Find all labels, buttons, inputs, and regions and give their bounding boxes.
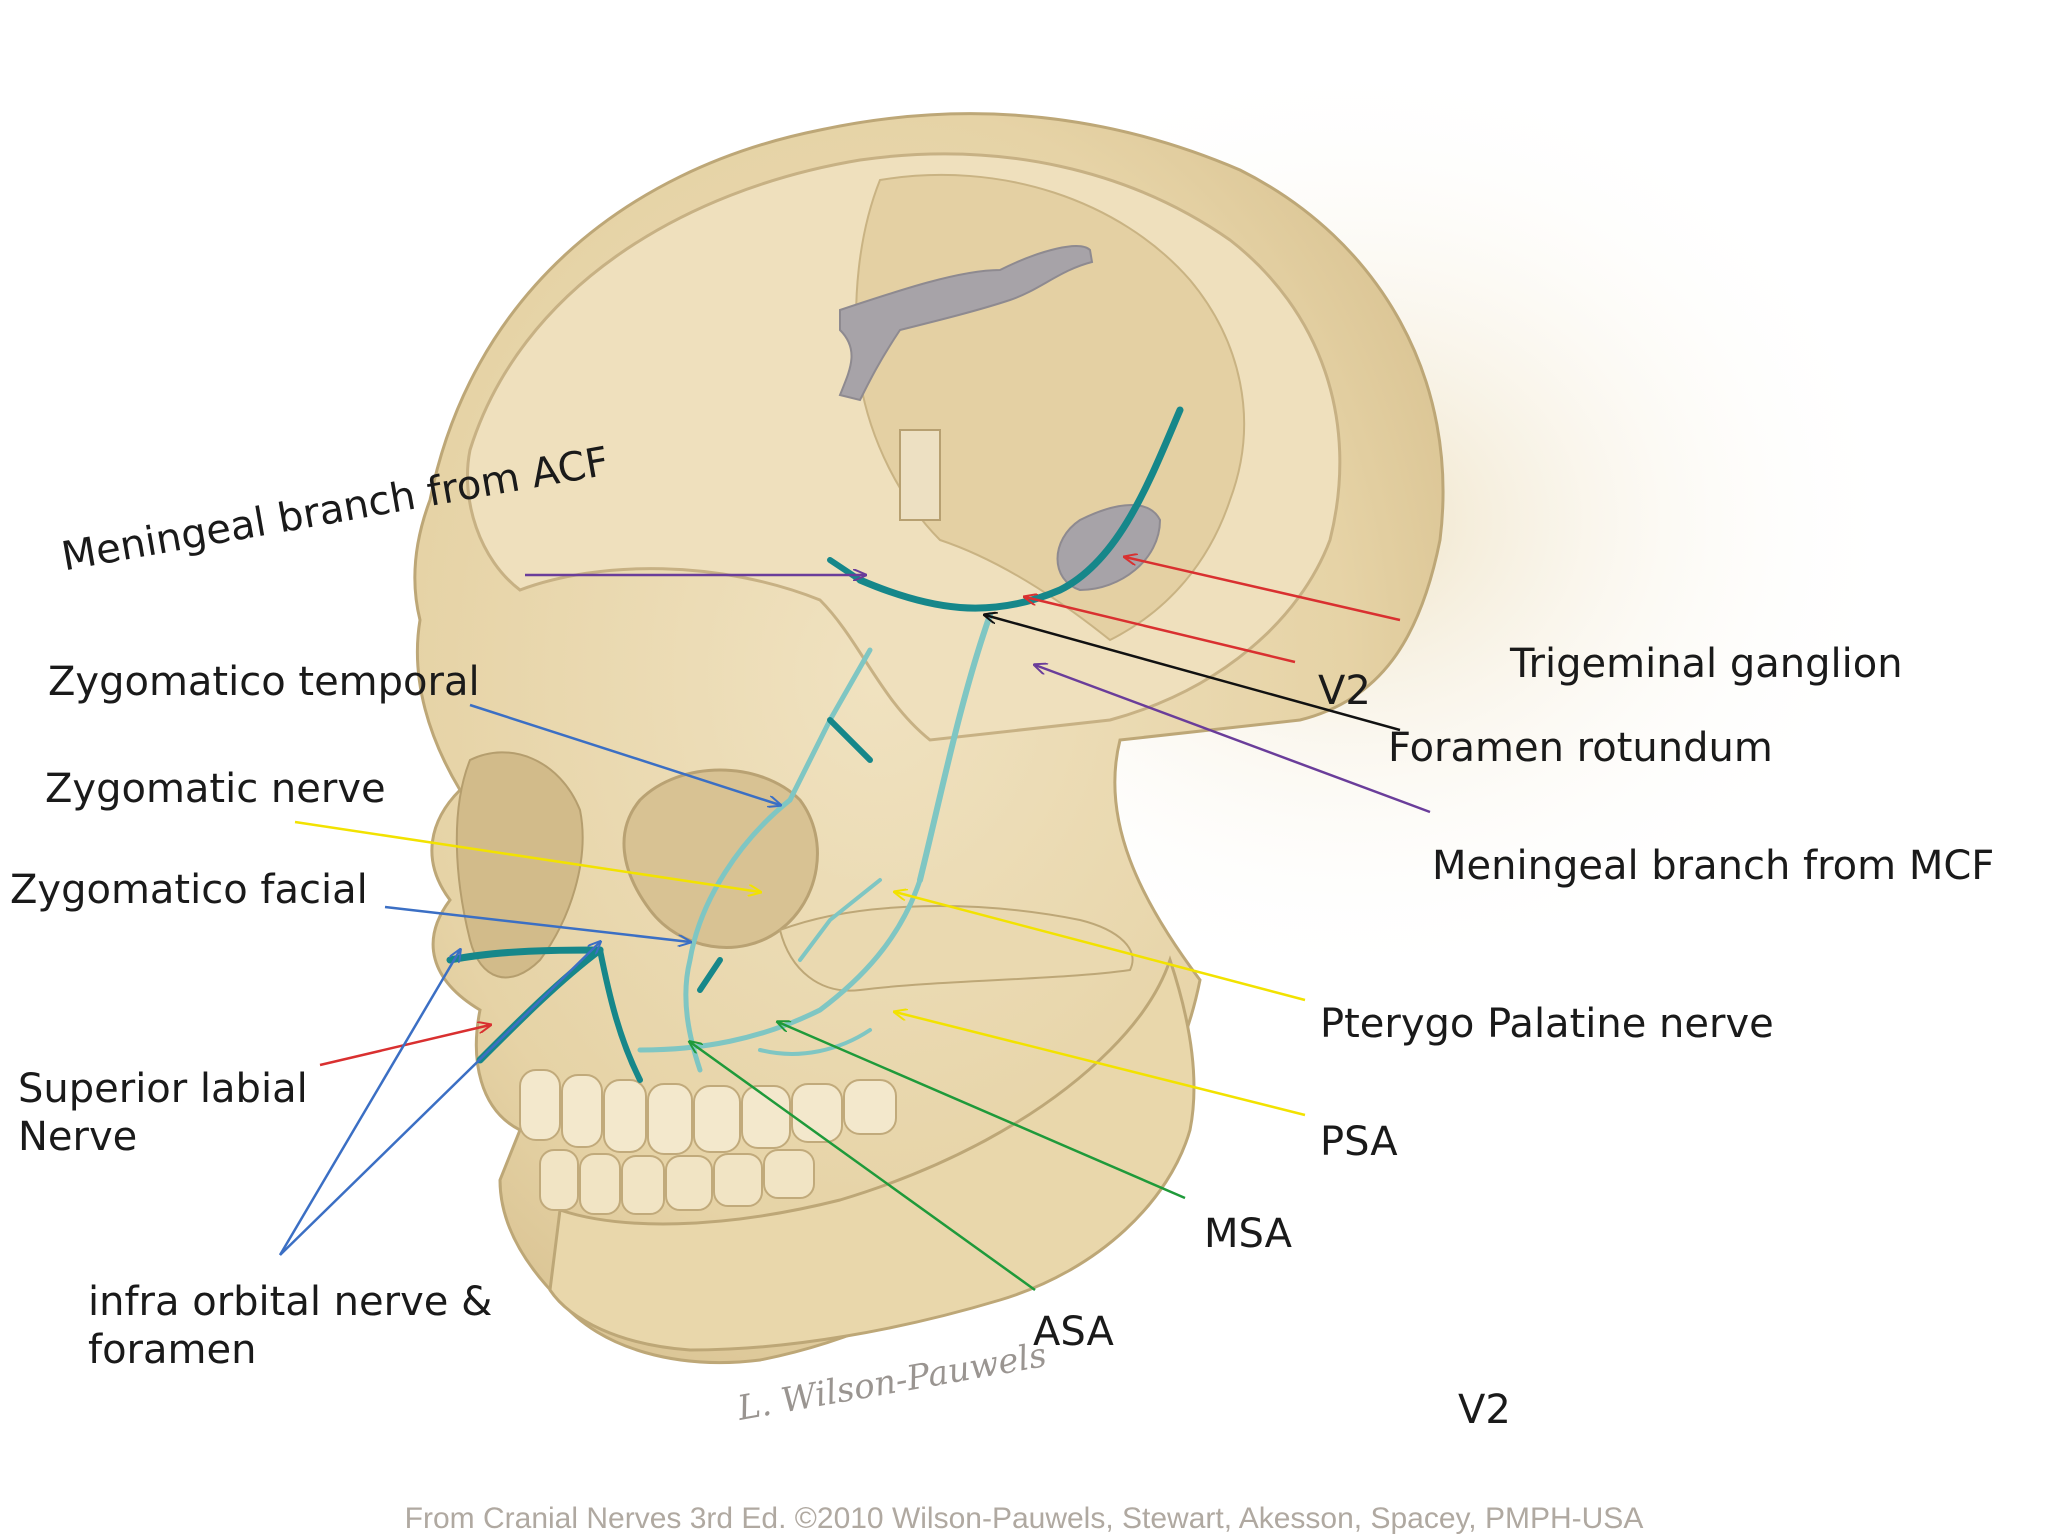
mandible xyxy=(548,955,1196,1352)
arrow-zygomatic-nerve xyxy=(294,820,760,892)
arrow-pterygo-palatine xyxy=(895,892,1306,1002)
arrow-zygomatico-facial xyxy=(384,905,690,942)
arrow-trigeminal-ganglion xyxy=(1125,557,1401,622)
label-v2-top: V2 xyxy=(1318,668,1371,714)
skull-illustration xyxy=(413,50,1910,1364)
arrow-v2 xyxy=(1025,597,1296,664)
arrow-psa xyxy=(895,1012,1306,1117)
label-zygomatico-facial: Zygomatico facial xyxy=(10,867,368,913)
arrow-infra-orbital-1 xyxy=(278,950,460,1256)
arrow-meningeal-mcf xyxy=(1035,665,1431,814)
arrow-zygomatico-temporal xyxy=(469,703,780,805)
arrow-foramen-rotundum xyxy=(985,615,1401,732)
label-meningeal-mcf: Meningeal branch from MCF xyxy=(1432,843,1995,889)
label-foramen-rotundum: Foramen rotundum xyxy=(1388,725,1773,771)
annotation-arrows xyxy=(278,557,1431,1292)
label-superior-labial-line1: Superior labial xyxy=(18,1066,308,1112)
label-zygomatic-nerve: Zygomatic nerve xyxy=(45,766,386,812)
label-superior-labial-line2: Nerve xyxy=(18,1114,138,1160)
arrow-asa xyxy=(690,1042,1036,1292)
label-asa: ASA xyxy=(1033,1309,1114,1355)
nasal-cavity xyxy=(455,751,584,979)
label-infra-orbital: infra orbital nerve & foramen xyxy=(88,1278,492,1374)
upper-teeth xyxy=(519,1069,897,1155)
label-zygomatico-temporal: Zygomatico temporal xyxy=(48,659,480,705)
figure-caption: From Cranial Nerves 3rd Ed. ©2010 Wilson… xyxy=(404,1502,1644,1535)
label-infra-orbital-line1: infra orbital nerve & xyxy=(88,1279,493,1325)
trigeminal-ganglion-nerve xyxy=(856,406,1184,612)
label-superior-labial: Superior labial Nerve xyxy=(18,1065,308,1161)
label-v2-bottom: V2 xyxy=(1458,1387,1511,1433)
lower-teeth xyxy=(539,1149,815,1215)
label-msa: MSA xyxy=(1204,1211,1293,1257)
label-trigeminal-ganglion: Trigeminal ganglion xyxy=(1510,641,1903,687)
label-pterygo-palatine: Pterygo Palatine nerve xyxy=(1320,1001,1774,1047)
v2-trunk xyxy=(917,612,993,883)
label-psa: PSA xyxy=(1320,1119,1398,1165)
arrow-infra-orbital-2 xyxy=(279,942,600,1256)
carotid-vessels xyxy=(838,245,1162,592)
label-infra-orbital-line2: foramen xyxy=(88,1327,257,1373)
arrow-msa xyxy=(778,1022,1186,1200)
